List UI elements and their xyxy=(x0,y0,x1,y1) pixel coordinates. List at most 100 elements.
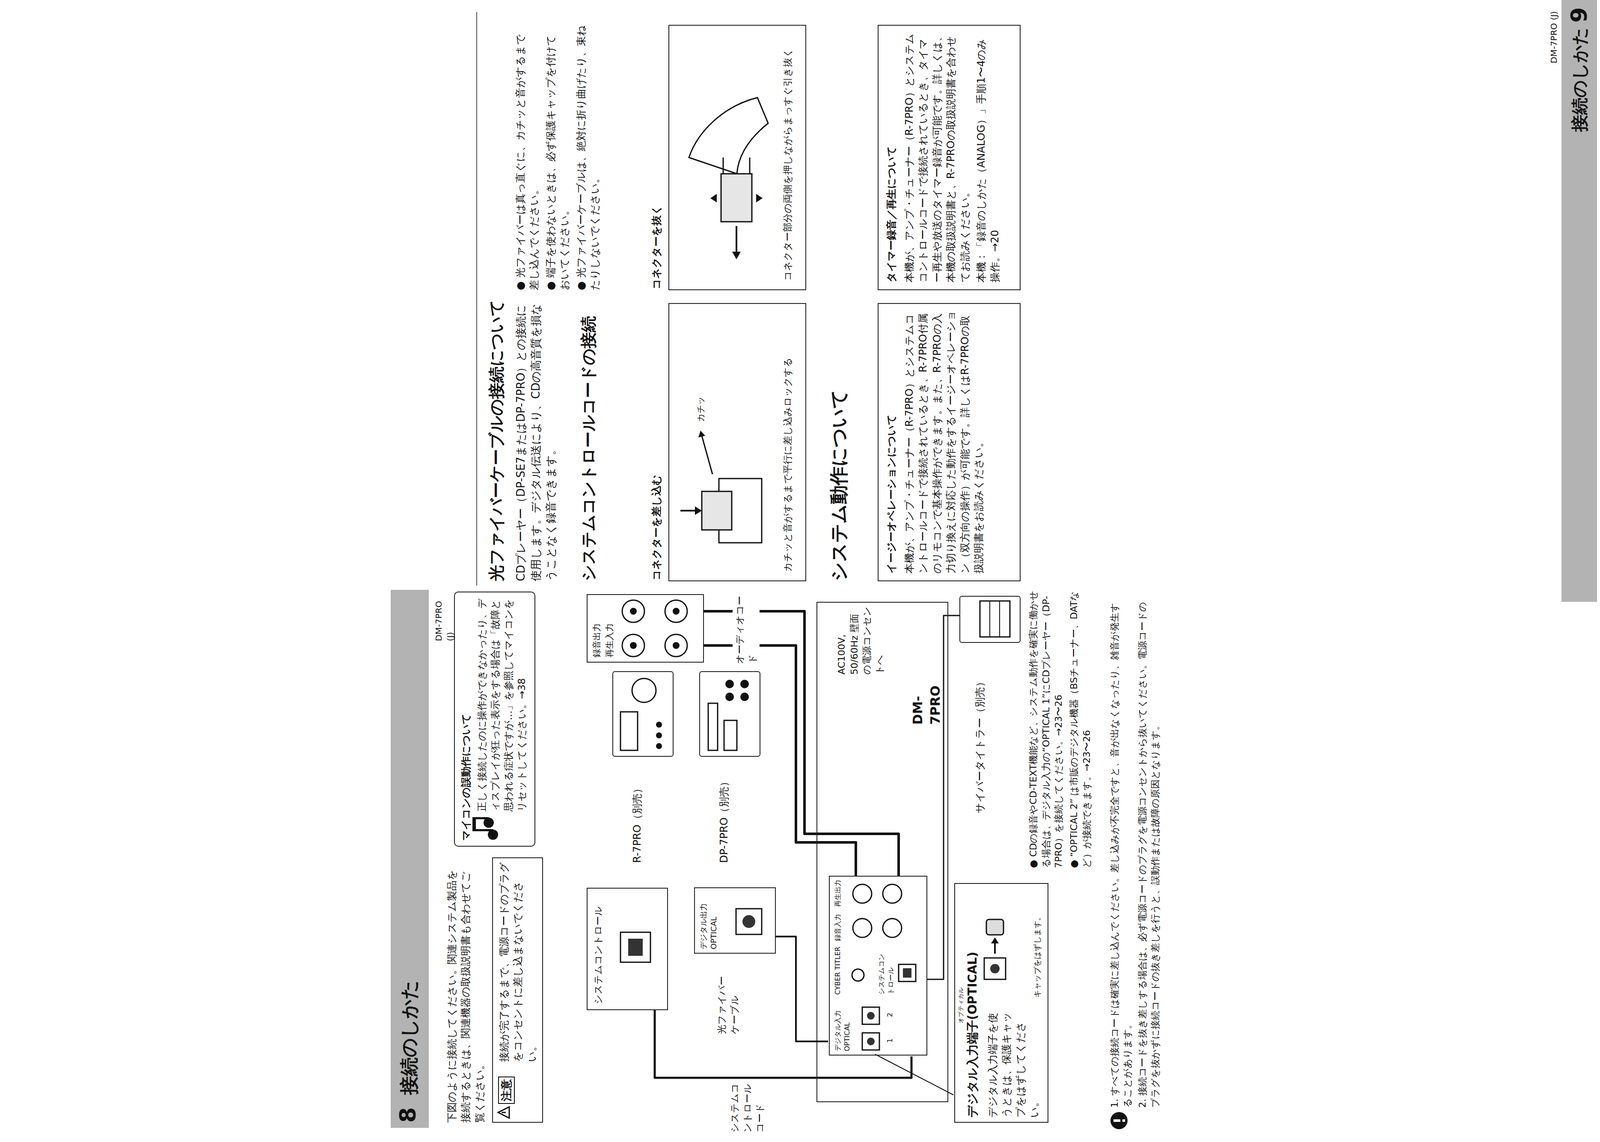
cable-label: 光ファイバーケーブル xyxy=(714,973,742,1035)
mini-jack xyxy=(851,968,864,981)
panel-inset: 録音出力再生入力 xyxy=(586,593,704,663)
note-icon xyxy=(472,816,476,832)
amp-button xyxy=(656,732,662,739)
cable xyxy=(654,1009,912,1078)
section-heading: 光ファイバーケーブルの接続について xyxy=(485,281,508,582)
device-name: DP-7PRO（別売） xyxy=(717,759,731,863)
model-code: DM-7PRO (J) xyxy=(433,589,457,642)
note-box: マイコンの誤動作について正しく接続したのに操作ができなかったり、ディスプレイが狂… xyxy=(454,591,536,847)
system-control-jack xyxy=(898,964,916,982)
connector-plug xyxy=(721,173,752,222)
page-title: 接続のしかた xyxy=(396,914,422,1095)
bullet-note: ● CDの録音やCD-TEXT機能など、システム動作を確実に働かせる場合は、デジ… xyxy=(1027,585,1066,868)
rca-jack xyxy=(882,884,902,903)
rca-jack xyxy=(664,599,688,623)
amp-knob xyxy=(632,678,657,703)
ruby-text: オプティカル xyxy=(956,946,965,1024)
amp-display xyxy=(620,711,638,751)
caution-triangle xyxy=(498,1106,510,1118)
figure-title: コネクターを抜く xyxy=(649,160,664,290)
device-box: サイバータイトラー（別売） xyxy=(959,595,1021,643)
press-arrow xyxy=(756,193,763,203)
system-control-jack xyxy=(902,967,912,978)
device-name: サイバータイトラー（別売） xyxy=(973,646,987,814)
rca-jack xyxy=(672,641,680,649)
optical-jack xyxy=(742,914,756,928)
cd-button xyxy=(725,692,734,701)
figure-caption: キャップをはずします。 xyxy=(1032,886,1043,998)
pull-arrow xyxy=(735,225,738,254)
optical-jack xyxy=(866,1037,875,1045)
optical-jack xyxy=(862,1006,880,1025)
optical-jack xyxy=(862,1032,880,1050)
info-title: イージーオペレーションについて xyxy=(884,312,899,574)
device-box: DP-7PRO（別売） xyxy=(699,670,761,757)
jack-number: 2 xyxy=(885,1008,895,1017)
info-box: タイマー録音／再生について本機が、アンプ・チューナー（R-7PRO）とシステムコ… xyxy=(877,24,1021,291)
fingers xyxy=(723,157,750,174)
section-heading: システムコントロールコードの接続 xyxy=(577,281,600,582)
page-number: 8 xyxy=(392,1096,423,1123)
jack-label: 録音出力 xyxy=(590,597,603,658)
rca-jack xyxy=(629,641,637,649)
keyboard-row xyxy=(989,600,991,637)
amp-button xyxy=(656,742,662,749)
click-arrow xyxy=(701,435,713,475)
pull-arrow xyxy=(732,251,741,260)
notes-icon xyxy=(1113,1119,1121,1122)
power-label: AC100V, 50/60Hz 壁面の電源コンセントへ xyxy=(834,602,888,676)
press-arrow xyxy=(710,193,717,203)
main-unit: DM-7PROデジタル入力 OPTICAL12CYBER TITLERシステムコ… xyxy=(816,601,949,1102)
cable xyxy=(775,936,829,1042)
notes-icon xyxy=(1122,1119,1126,1122)
intro-text: 下図のように接続してください。関連システム製品を接続するときは、関連機器の取扱説… xyxy=(445,861,487,1123)
figure-caption: カチッと音がするまで平行に差し込みロックする xyxy=(781,310,795,572)
remove-arrow xyxy=(994,941,996,954)
info-text: 本機：「録音のしかた（ANALOG）」手順1〜4のみ操作。→20 xyxy=(974,30,1003,283)
footnote: 2. 接続コードを抜き差しする場合は、必ず電源コードのプラグを電源コンセントから… xyxy=(1136,593,1162,1108)
footnote: 1. すべての接続コードは確実に差し込んでください。差し込みが不完全ですと、音が… xyxy=(1108,593,1134,1108)
connector-plug xyxy=(701,491,732,530)
callout-title: デジタル入力端子(OPTICAL) xyxy=(964,946,981,1118)
device-name: DM-7PRO xyxy=(909,660,944,725)
jack-label: CYBER TITLER xyxy=(833,945,843,995)
bullet-note: ● 光ファイバーは真っ直ぐに、カチッと音がするまで差し込んでください。 xyxy=(513,24,542,291)
panel-inset: デジタル出力 OPTICAL xyxy=(694,887,776,954)
cd-button xyxy=(725,679,734,689)
caution-box: 注意接続が完了するまで、電源コードのプラグをコンセントに差し込まないでください。 xyxy=(492,857,544,1123)
cable-label: オーディオコード xyxy=(732,592,760,665)
figure-box: コネクターを抜くコネクター部分の両側を押しながらまっすぐ引き抜く xyxy=(668,24,807,291)
jack-label: デジタル出力 OPTICAL xyxy=(698,889,720,950)
figure-box: コネクターを差し込むカチッカチッと音がするまで平行に差し込みロックする xyxy=(668,302,807,582)
rca-jack xyxy=(629,607,637,615)
device-name: R-7PRO（別売） xyxy=(630,759,645,863)
cd-button xyxy=(740,679,749,689)
amp-button xyxy=(656,721,662,728)
rca-jack xyxy=(622,599,645,623)
protective-cap xyxy=(986,919,1004,935)
remove-arrow xyxy=(991,937,999,944)
cable-label: システムコントロールコード xyxy=(727,1080,768,1134)
jack-label: デジタル入力 OPTICAL xyxy=(833,999,852,1051)
panel-inset: システムコントロール xyxy=(586,887,668,1010)
leader-line xyxy=(875,1053,954,1095)
system-control-jack xyxy=(628,938,643,956)
caution-text: 接続が完了するまで、電源コードのプラグをコンセントに差し込まないでください。 xyxy=(497,860,539,1062)
hand xyxy=(688,97,769,174)
bullet-note: ● “OPTICAL 2” は市販のデジタル機器（BSチューナー、DATなど）が… xyxy=(1067,585,1093,868)
click-arrow xyxy=(698,430,706,438)
keyboard-row xyxy=(999,600,1001,637)
sound-label: カチッ xyxy=(694,379,707,422)
header-band xyxy=(390,589,429,1128)
note-icon xyxy=(475,828,493,832)
rear-panel: デジタル入力 OPTICAL12CYBER TITLERシステムコントロール録音… xyxy=(828,875,928,1056)
rca-jack xyxy=(852,884,872,903)
figure-title: コネクターを差し込む xyxy=(649,409,664,581)
rca-jack xyxy=(852,918,872,938)
jack-label: 再生出力 xyxy=(833,875,843,907)
info-box: イージーオペレーションについて本機が、アンプ・チューナー（R-7PRO）とシステ… xyxy=(877,302,1021,582)
info-title: タイマー録音／再生について xyxy=(884,34,899,283)
figure-caption: コネクター部分の両側を押しながらまっすぐ引き抜く xyxy=(781,32,795,281)
